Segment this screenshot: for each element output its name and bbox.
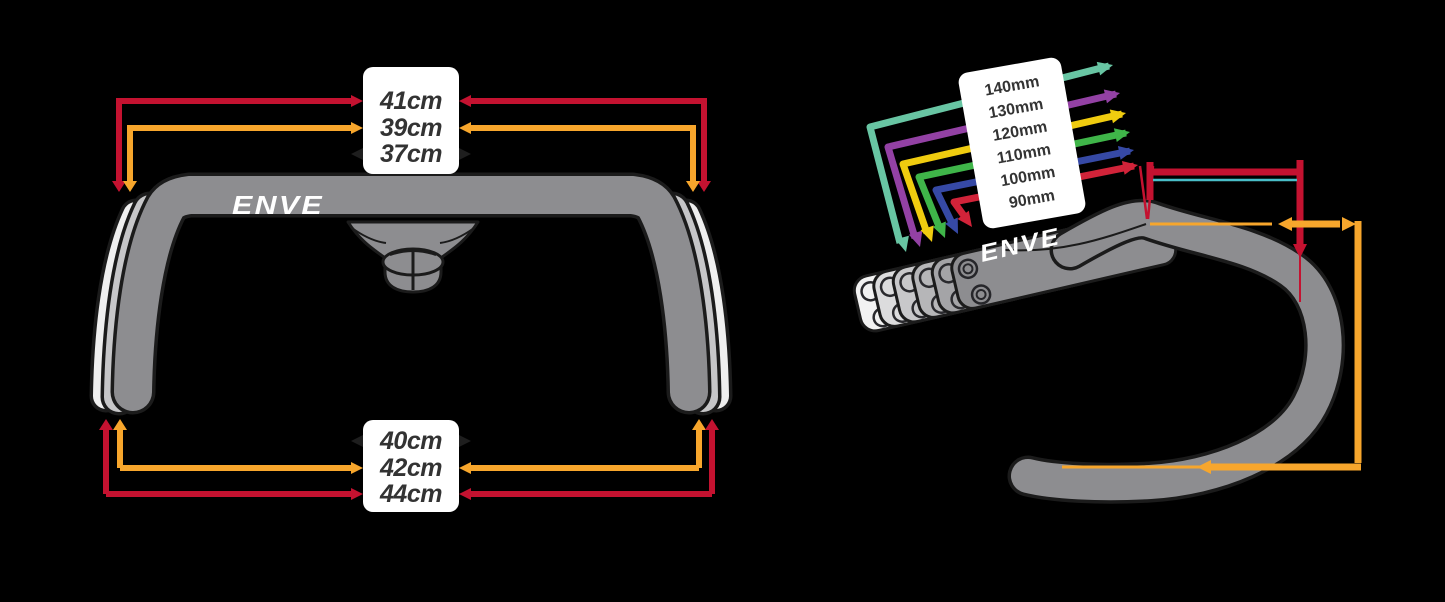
arrowhead [895, 235, 909, 252]
front-view-illustration: ENVE [89, 172, 733, 416]
arrowhead [113, 419, 127, 430]
drop-width-40: 40cm [380, 427, 442, 455]
arrowhead [459, 435, 471, 447]
arrowhead [351, 95, 363, 107]
arrowhead [1103, 89, 1120, 104]
stem-bolt-hole-inner [962, 263, 974, 275]
arrowhead [459, 148, 471, 160]
front-bar-body [114, 176, 708, 411]
dimension-hood-39 [123, 122, 700, 192]
arrowhead [705, 419, 719, 430]
dimension-hood-37 [351, 148, 471, 160]
arrowhead [1278, 217, 1292, 231]
drop-width-42: 42cm [380, 454, 442, 482]
arrowhead [459, 488, 471, 500]
hood-width-39: 39cm [380, 114, 442, 142]
arrowhead [957, 210, 972, 227]
arrowhead [932, 221, 946, 238]
arrowhead [99, 419, 113, 430]
arrowhead [351, 488, 363, 500]
front-funnel-crease-right [439, 227, 475, 244]
arrowhead [123, 181, 137, 192]
arrowhead [908, 230, 923, 247]
stem-bolt-hole-inner [975, 289, 987, 301]
arrowhead [351, 435, 363, 447]
dimension-reach [1138, 160, 1307, 302]
arrowhead [1109, 109, 1126, 124]
arrowhead [945, 217, 958, 234]
side-bar-body [1011, 202, 1342, 501]
arrowhead [351, 148, 363, 160]
hood-width-label-box: 41cm 39cm 37cm [363, 67, 459, 174]
side-bar-crease [1004, 223, 1147, 252]
drop-width-44: 44cm [380, 480, 442, 508]
arrowhead [459, 95, 471, 107]
stem-bolt-hole [957, 258, 979, 280]
arrowhead [1293, 244, 1307, 258]
arrowhead [459, 122, 471, 134]
drop-line [1205, 221, 1362, 471]
arrowhead [920, 225, 934, 242]
hood-width-37: 37cm [380, 140, 442, 168]
dimension-lines [116, 98, 707, 186]
arrowhead [697, 181, 711, 192]
arrowhead [351, 462, 363, 474]
side-view-illustration: ENVE [852, 198, 1346, 504]
enve-logo-front: ENVE [232, 190, 324, 220]
dimension-hood-41 [112, 95, 711, 192]
arrowhead [1342, 217, 1356, 231]
arrowhead [459, 462, 471, 474]
front-funnel-crease-left [351, 227, 387, 244]
stem-bolt-hole [970, 284, 992, 305]
dimension-lines [117, 424, 702, 471]
dimension-drop-44 [99, 419, 719, 500]
arrowhead [351, 122, 363, 134]
hood-width-41: 41cm [380, 87, 442, 115]
arrowhead [112, 181, 126, 192]
reach-pointer-v [1138, 165, 1155, 220]
dimension-drop-42 [113, 419, 706, 474]
dimension-drop [1062, 217, 1362, 474]
dimension-drop-40 [351, 435, 471, 447]
dimension-lines [103, 424, 715, 497]
drop-width-label-box: 40cm 42cm 44cm [363, 420, 459, 512]
arrowhead [686, 181, 700, 192]
arrowhead [1117, 145, 1134, 160]
arrowhead [1121, 160, 1138, 175]
arrowhead [1113, 128, 1130, 142]
arrowhead [692, 419, 706, 430]
arrowhead [1096, 61, 1113, 76]
dimension-lines [127, 125, 696, 186]
